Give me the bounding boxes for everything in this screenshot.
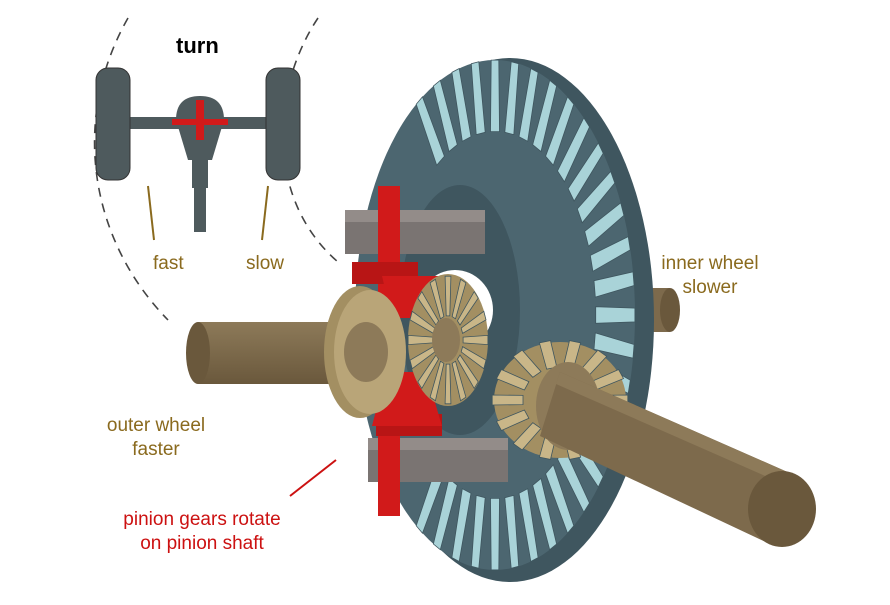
ring-gear-tooth: [432, 79, 458, 153]
ring-gear-tooth: [451, 488, 472, 563]
drive-shaft-3d: [540, 372, 816, 547]
side-gear-tooth: [460, 310, 487, 335]
right-wheel: [265, 67, 301, 181]
left-wheel: [95, 67, 131, 181]
drive-pinion-tooth: [512, 422, 542, 451]
car-turn-inset: [93, 17, 339, 321]
ring-gear-tooth: [504, 61, 520, 136]
drive-shaft: [194, 186, 206, 232]
slow-pointer: [261, 185, 269, 241]
slow-label: slow: [246, 253, 285, 274]
ring-gear-tooth: [490, 59, 500, 132]
right-side-gear: [407, 274, 489, 406]
ring-gear-tooth: [593, 271, 635, 298]
outer-axle-end: [186, 322, 210, 384]
ring-gear-tooth: [576, 170, 616, 224]
left-side-gear: [324, 286, 406, 418]
inner-wheel-label-line2: slower: [682, 277, 738, 298]
pinion-pointer: [289, 459, 337, 497]
drive-pinion-tooth: [491, 394, 524, 406]
side-gear-tooth: [444, 275, 452, 317]
carrier-bottom-face: [368, 438, 508, 450]
inner-wheel-label-line1: inner wheel: [661, 253, 759, 274]
ring-gear-tooth: [490, 498, 500, 571]
ring-gear-tooth: [545, 96, 575, 166]
side-gear-tooth: [451, 278, 467, 320]
drive-shaft-highlight: [556, 372, 792, 486]
inner-axle-end: [660, 288, 680, 332]
side-gear-tooth: [407, 334, 434, 346]
ring-gear-tooth: [415, 96, 445, 166]
ring-gear-tooth: [545, 464, 575, 534]
outer-turn-path: [93, 17, 169, 321]
ring-gear-tooth: [567, 142, 604, 202]
side-gear-tooth: [429, 278, 445, 320]
fast-label: fast: [153, 253, 184, 274]
right-side-gear-teeth: [407, 275, 489, 405]
ring-gear-tooth: [595, 306, 636, 324]
side-gear-tooth: [444, 363, 452, 405]
side-gear-tooth: [456, 290, 479, 326]
ring-gear-tooth: [593, 332, 635, 359]
ring-gear-tooth: [518, 67, 539, 142]
outer-wheel-label-line2: faster: [132, 439, 180, 460]
ring-gear-tooth: [532, 79, 558, 153]
side-gear-tooth: [460, 345, 487, 370]
side-gear-tooth: [456, 354, 479, 390]
outer-wheel-label-line1: outer wheel: [106, 415, 206, 436]
ring-gear-tooth: [518, 488, 539, 563]
ring-gear-tooth: [589, 235, 631, 272]
side-gear-tooth: [429, 360, 445, 402]
ring-gear-tooth: [504, 494, 520, 569]
drive-pinion-tooth: [512, 349, 542, 378]
mini-red-shaft: [196, 100, 204, 140]
left-side-gear-hub: [344, 322, 388, 382]
pinion-housing: [192, 158, 208, 188]
right-side-gear-hub: [432, 318, 460, 362]
ring-gear-tooth: [470, 494, 486, 569]
drive-pinion-tooth: [495, 368, 530, 391]
side-gear-tooth: [451, 360, 467, 402]
fast-pointer: [147, 185, 155, 241]
ring-gear-tooth: [470, 61, 486, 136]
ring-gear-tooth: [532, 477, 558, 551]
side-gear-tooth: [462, 334, 489, 346]
turn-title: turn: [176, 33, 219, 58]
ring-gear-tooth: [557, 116, 590, 183]
drive-shaft-body: [540, 372, 792, 544]
pinion-label-line2: on pinion shaft: [140, 533, 264, 554]
ring-gear-tooth: [451, 67, 472, 142]
carrier-top-face: [345, 210, 485, 222]
drive-shaft-end: [748, 471, 816, 547]
drive-pinion-tooth: [495, 409, 530, 432]
pinion-label-line1: pinion gears rotate: [123, 509, 281, 530]
ring-gear-tooth: [584, 202, 625, 248]
